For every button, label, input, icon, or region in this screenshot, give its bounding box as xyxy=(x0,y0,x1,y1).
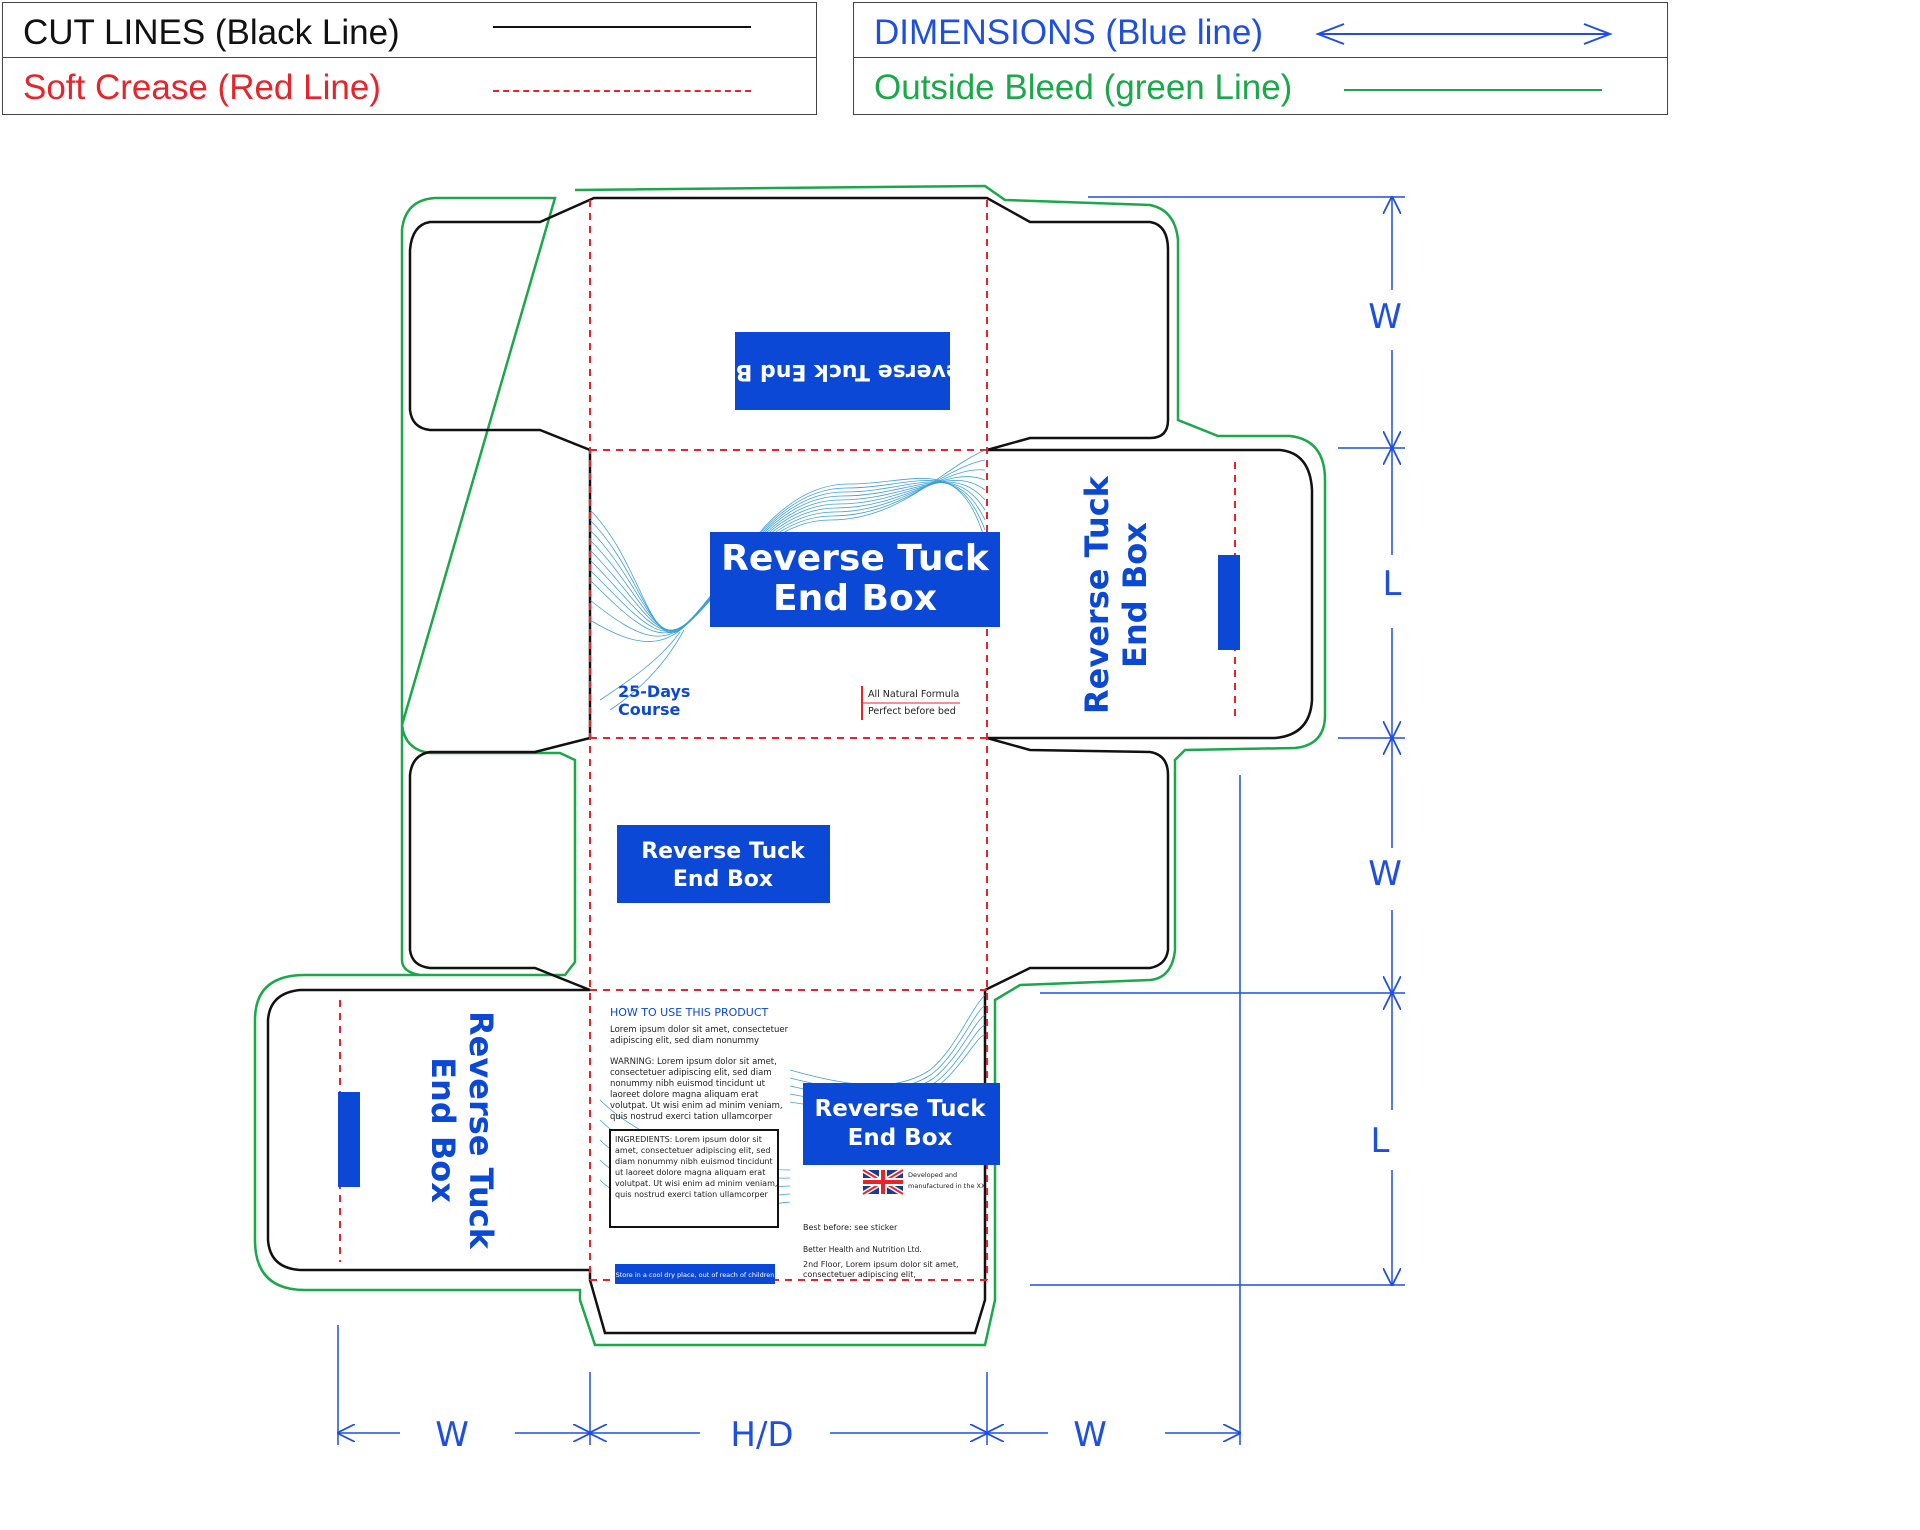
ingredients-box xyxy=(609,1129,779,1228)
right-side-line2: End Box xyxy=(1116,522,1154,668)
address-1: 2nd Floor, Lorem ipsum dolor sit amet, xyxy=(803,1260,959,1269)
ingredients-4: ut laoreet dolore magna aliquam erat xyxy=(615,1168,765,1177)
legend-row-crease: Soft Crease (Red Line) xyxy=(3,58,816,113)
claim-1: All Natural Formula xyxy=(868,689,959,700)
left-side-line1: Reverse Tuck xyxy=(462,1011,500,1250)
dimension-lines xyxy=(338,197,1405,1445)
how-to-text-1: Lorem ipsum dolor sit amet, consectetuer xyxy=(610,1025,789,1035)
dim-l-bottom: L xyxy=(1371,1121,1390,1161)
warning-6: quis nostrud exerci tation ullamcorper xyxy=(610,1112,773,1122)
dim-w-top: W xyxy=(1368,297,1402,337)
ingredients-5: volutpat. Ut wisi enim ad minim veniam, xyxy=(615,1179,777,1188)
best-before: Best before: see sticker xyxy=(803,1223,898,1232)
top-tuck-title: Reverse Tuck End Box xyxy=(706,359,977,384)
ingredients-3: diam nonummy nibh euismod tincidunt xyxy=(615,1157,773,1166)
storage-banner xyxy=(615,1264,775,1284)
right-side-line1: Reverse Tuck xyxy=(1078,475,1116,714)
front-title-line2: End Box xyxy=(773,578,937,619)
warning-2: consectetuer adipiscing elit, sed diam xyxy=(610,1068,772,1078)
legend-right: DIMENSIONS (Blue line) Outside Bleed (gr… xyxy=(853,2,1668,115)
warning-4: laoreet dolore magna aliquam erat xyxy=(610,1090,759,1100)
top-tuck-label: Reverse Tuck End Box xyxy=(706,332,978,410)
legend-row-dimensions: DIMENSIONS (Blue line) xyxy=(854,3,1667,58)
company-name: Better Health and Nutrition Ltd. xyxy=(803,1245,922,1254)
back-panel-label: Reverse Tuck End Box xyxy=(617,825,830,903)
course-line2: Course xyxy=(618,700,681,719)
dim-w-mid: W xyxy=(1368,854,1402,894)
legend-cut-label: CUT LINES (Black Line) xyxy=(23,13,400,52)
dim-l-right: L xyxy=(1383,564,1402,604)
legend-bleed-sample xyxy=(1344,89,1602,91)
back-line1: Reverse Tuck xyxy=(641,839,806,864)
dim-w-right: W xyxy=(1073,1415,1107,1455)
legend-dimension-arrow xyxy=(1315,23,1613,45)
bottom-title-line1: Reverse Tuck xyxy=(814,1096,986,1122)
bottom-title-line2: End Box xyxy=(848,1125,953,1151)
legend-crease-label: Soft Crease (Red Line) xyxy=(23,68,381,107)
legend-bleed-label: Outside Bleed (green Line) xyxy=(874,68,1293,107)
bleed-outline xyxy=(253,184,1327,1347)
how-to-heading: HOW TO USE THIS PRODUCT xyxy=(610,1006,769,1019)
back-line2: End Box xyxy=(673,867,773,892)
warning-1: WARNING: Lorem ipsum dolor sit amet, xyxy=(610,1057,777,1067)
ingredients-2: amet, consectetuer adipiscing elit, sed xyxy=(615,1146,770,1155)
course-line1: 25-Days xyxy=(618,682,690,701)
bottom-title-label: Reverse Tuck End Box xyxy=(803,1083,1000,1165)
address-2: consectetuer adipiscing elit, xyxy=(803,1270,916,1279)
left-side-tab xyxy=(338,1092,360,1187)
dim-hd: H/D xyxy=(730,1415,793,1455)
developed-1: Developed and xyxy=(908,1171,957,1179)
claim-2: Perfect before bed xyxy=(868,706,956,717)
right-side-tab xyxy=(1218,555,1240,650)
legend-left: CUT LINES (Black Line) Soft Crease (Red … xyxy=(2,2,817,115)
warning-3: nonummy nibh euismod tincidunt ut xyxy=(610,1079,766,1089)
legend-cut-sample xyxy=(493,26,751,28)
ingredients-6: quis nostrud exerci tation ullamcorper xyxy=(615,1190,769,1199)
dim-w-left: W xyxy=(435,1415,469,1455)
storage-text: Store in a cool dry place, out of reach … xyxy=(616,1271,775,1279)
front-title-line1: Reverse Tuck xyxy=(721,538,990,579)
legend-dimensions-label: DIMENSIONS (Blue line) xyxy=(874,13,1263,52)
legend-row-cut: CUT LINES (Black Line) xyxy=(3,3,816,58)
left-side-line2: End Box xyxy=(424,1057,462,1203)
legend-row-bleed: Outside Bleed (green Line) xyxy=(854,58,1667,113)
warning-5: volutpat. Ut wisi enim ad minim veniam, xyxy=(610,1101,783,1111)
developed-2: manufactured in the XX xyxy=(908,1182,986,1190)
how-to-text-2: adipiscing elit, sed diam nonummy xyxy=(610,1036,759,1046)
uk-flag-icon xyxy=(861,1167,905,1197)
ingredients-1: INGREDIENTS: Lorem ipsum dolor sit xyxy=(615,1135,762,1144)
front-panel-label: Reverse Tuck End Box xyxy=(710,532,1000,627)
legend-crease-sample xyxy=(493,90,751,92)
